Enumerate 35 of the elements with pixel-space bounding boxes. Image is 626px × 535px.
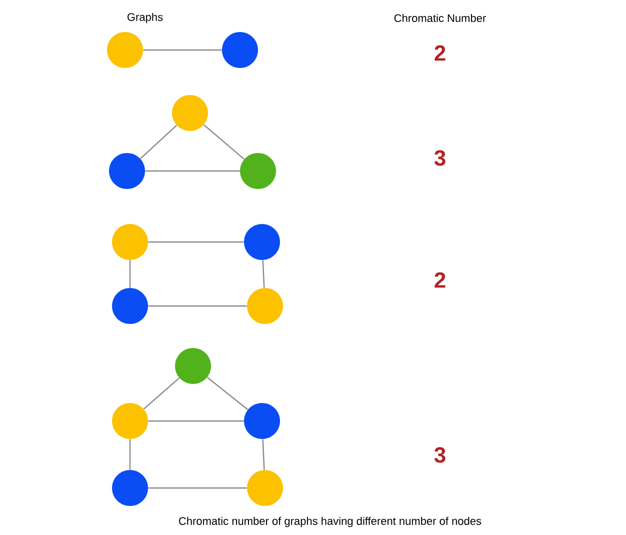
graph-edge: [143, 378, 180, 410]
graph-edge: [140, 124, 178, 160]
graph-vertex: [172, 95, 208, 131]
chromatic-number: 2: [434, 45, 446, 61]
graph-vertex: [247, 470, 283, 506]
column-header: Chromatic Number: [394, 14, 486, 22]
graph-vertex: [112, 470, 148, 506]
caption: Chromatic number of graphs having different number of nodes: [179, 516, 482, 528]
graph-vertex: [112, 224, 148, 260]
graph-edge: [143, 49, 222, 51]
graph-edge: [129, 439, 131, 470]
graph-edge: [148, 420, 244, 422]
graph-edge: [148, 241, 244, 243]
chromatic-number: 2: [434, 272, 446, 288]
graph-vertex: [107, 32, 143, 68]
graph-vertex: [175, 348, 211, 384]
graph-edge: [129, 260, 131, 288]
graph-vertex: [222, 32, 258, 68]
graph-edge: [148, 305, 247, 307]
graph-vertex: [247, 288, 283, 324]
graph-vertex: [244, 224, 280, 260]
graph-vertex: [109, 153, 145, 189]
graph-vertex: [244, 402, 280, 439]
graph-edge: [148, 487, 247, 489]
graph-vertex: [112, 288, 148, 324]
graph-edge: [145, 170, 240, 172]
graph-edge: [206, 376, 248, 410]
graph-vertex: [240, 153, 276, 189]
graph-edge: [203, 124, 245, 160]
graph-vertex: [112, 402, 148, 439]
chromatic-number: 3: [434, 447, 446, 463]
chromatic-number: 3: [434, 150, 446, 166]
column-header: Graphs: [128, 12, 163, 24]
graph-edge: [262, 260, 265, 288]
graph-edge: [262, 439, 265, 470]
